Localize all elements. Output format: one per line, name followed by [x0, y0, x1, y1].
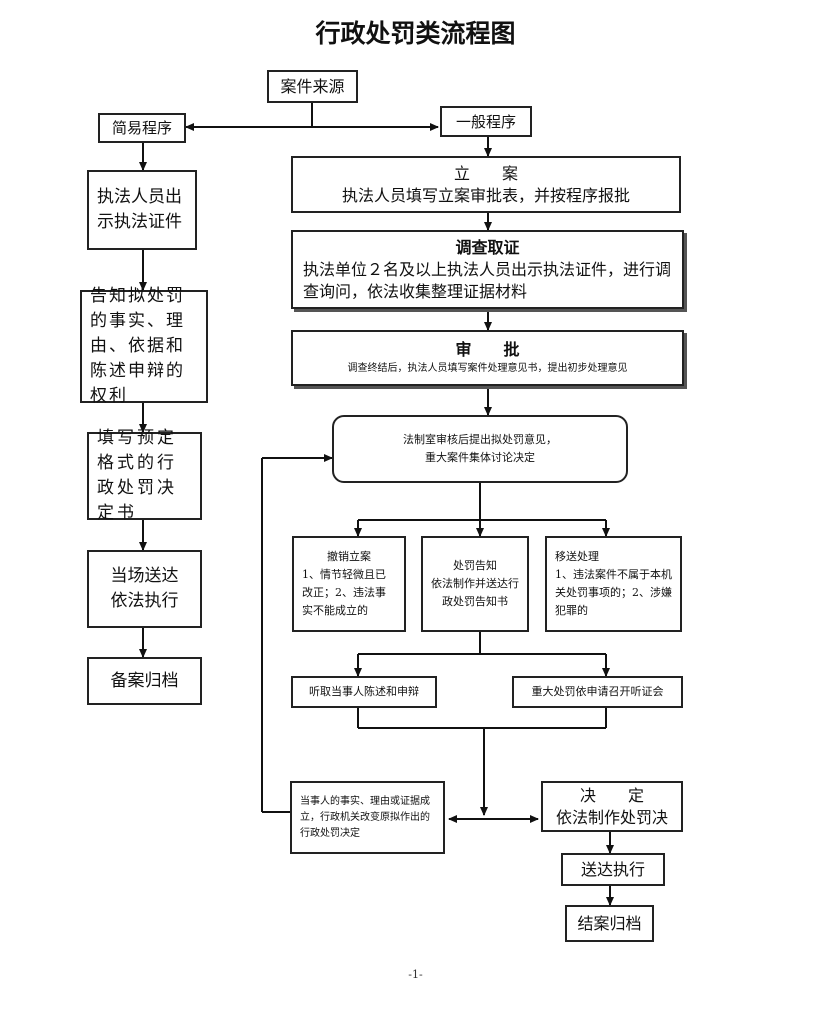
case-source-label: 案件来源 — [280, 76, 345, 96]
legal-review-line2: 重大案件集体讨论决定 — [425, 451, 535, 464]
transfer-handling-text: 1、违法案件不属于本机关处罚事项的；2、涉嫌犯罪的 — [555, 568, 672, 617]
deliver-on-site-box: 当场送达依法执行 — [87, 550, 202, 628]
deliver-execute-text: 送达执行 — [580, 859, 645, 879]
decision-text: 依法制作处罚决 — [555, 807, 668, 827]
fill-decision-form-box: 填写预定格式的行政处罚决定书 — [87, 428, 202, 523]
show-credentials-text: 执法人员出示执法证件 — [97, 187, 182, 232]
file-case-heading: 立 案 — [453, 163, 518, 183]
major-hearing-text: 重大处罚依申请召开听证会 — [531, 685, 664, 698]
deliver-execute-box: 送达执行 — [561, 853, 665, 886]
revoke-case-box: 撤销立案 1、情节轻微且已改正；2、违法事实不能成立的 — [292, 536, 406, 632]
approve-heading: 审 批 — [455, 340, 520, 359]
transfer-handling-heading: 移送处理 — [555, 550, 599, 563]
close-archive-text: 结案归档 — [577, 913, 642, 933]
reconsider-text: 当事人的事实、理由或证据成立，行政机关改变原拟作出的行政处罚决定 — [300, 795, 430, 839]
simple-procedure-label: 简易程序 — [111, 119, 172, 137]
notify-rights-box: 告知拟处罚的事实、理由、依据和陈述申辩的权利 — [80, 286, 208, 406]
general-procedure-label: 一般程序 — [455, 112, 516, 131]
reconsider-box: 当事人的事实、理由或证据成立，行政机关改变原拟作出的行政处罚决定 — [290, 781, 445, 854]
investigate-heading: 调查取证 — [455, 237, 520, 257]
page-number: -1- — [408, 968, 423, 981]
approve-box: 审 批 调查终结后，执法人员填写案件处理意见书，提出初步处理意见 — [291, 330, 684, 386]
approve-text: 调查终结后，执法人员填写案件处理意见书，提出初步处理意见 — [347, 363, 628, 374]
close-archive-box: 结案归档 — [565, 905, 654, 942]
investigate-box: 调查取证 执法单位２名及以上执法人员出示执法证件，进行调查询问，依法收集整理证据… — [291, 230, 684, 309]
revoke-case-text: 1、情节轻微且已改正；2、违法事实不能成立的 — [302, 568, 386, 617]
decision-box: 决 定 依法制作处罚决 — [541, 781, 683, 832]
file-case-box: 立 案 执法人员填写立案审批表，并按程序报批 — [291, 156, 681, 213]
hear-statement-text: 听取当事人陈述和申辩 — [309, 685, 419, 698]
transfer-handling-box: 移送处理 1、违法案件不属于本机关处罚事项的；2、涉嫌犯罪的 — [545, 536, 682, 632]
legal-review-box: 法制室审核后提出拟处罚意见， 重大案件集体讨论决定 — [332, 415, 628, 483]
simple-procedure-box: 简易程序 — [98, 113, 186, 143]
show-credentials-box: 执法人员出示执法证件 — [87, 170, 197, 250]
legal-review-line1: 法制室审核后提出拟处罚意见， — [403, 433, 557, 446]
page-title: 行政处罚类流程图 — [315, 19, 516, 48]
hear-statement-box: 听取当事人陈述和申辩 — [291, 676, 437, 708]
revoke-case-heading: 撤销立案 — [327, 550, 371, 563]
decision-heading: 决 定 — [579, 785, 644, 805]
penalty-notice-box: 处罚告知 依法制作并送达行政处罚告知书 — [421, 536, 529, 632]
simple-archive-text: 备案归档 — [110, 670, 179, 691]
file-case-text: 执法人员填写立案审批表，并按程序报批 — [341, 185, 630, 205]
major-hearing-box: 重大处罚依申请召开听证会 — [512, 676, 683, 708]
deliver-on-site-text: 当场送达依法执行 — [110, 566, 179, 611]
simple-archive-box: 备案归档 — [87, 657, 202, 705]
case-source-box: 案件来源 — [267, 70, 358, 103]
notify-rights-text: 告知拟处罚的事实、理由、依据和陈述申辩的权利 — [90, 286, 185, 406]
penalty-notice-heading: 处罚告知 — [453, 559, 497, 572]
penalty-notice-text: 依法制作并送达行政处罚告知书 — [431, 577, 519, 608]
general-procedure-box: 一般程序 — [440, 106, 532, 137]
fill-decision-form-text: 填写预定格式的行政处罚决定书 — [97, 428, 177, 523]
investigate-text: 执法单位２名及以上执法人员出示执法证件，进行调查询问，依法收集整理证据材料 — [303, 259, 672, 301]
